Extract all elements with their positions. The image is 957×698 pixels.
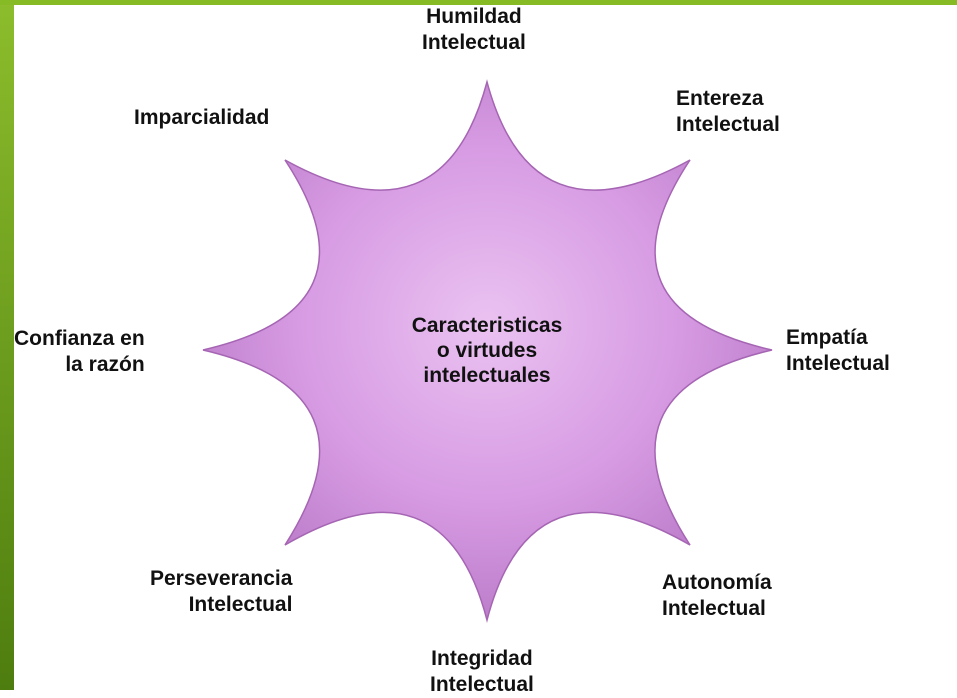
label-autonomia: Autonomía Intelectual [662, 570, 772, 622]
label-entereza-line-2: Intelectual [676, 113, 780, 136]
label-integridad: Integridad Intelectual [430, 646, 534, 698]
label-imparcialidad-line-1: Imparcialidad [134, 106, 270, 129]
label-empatia-line-2: Intelectual [786, 352, 890, 375]
label-imparcialidad: Imparcialidad [134, 105, 269, 131]
label-entereza: Entereza Intelectual [676, 86, 780, 138]
frame-top-bar [0, 0, 957, 5]
center-label: Caracteristicas o virtudes intelectuales [377, 313, 597, 388]
label-perseverancia: Perseverancia Intelectual [150, 566, 292, 618]
label-humildad-line-2: Intelectual [422, 31, 526, 54]
label-confianza: Confianza en la razón [14, 326, 145, 378]
label-perseverancia-line-2: Intelectual [188, 593, 293, 616]
label-autonomia-line-1: Autonomía [662, 571, 772, 594]
label-integridad-line-1: Integridad [431, 647, 533, 670]
label-confianza-line-2: la razón [65, 353, 145, 376]
label-perseverancia-line-1: Perseverancia [150, 567, 293, 590]
label-integridad-line-2: Intelectual [430, 673, 534, 696]
label-empatia-line-1: Empatía [786, 326, 868, 349]
label-autonomia-line-2: Intelectual [662, 597, 766, 620]
label-humildad: Humildad Intelectual [422, 4, 526, 56]
eight-point-star [202, 79, 773, 623]
frame-left-bar [0, 0, 14, 690]
label-empatia: Empatía Intelectual [786, 325, 890, 377]
label-entereza-line-1: Entereza [676, 87, 764, 110]
center-line-2: o virtudes [436, 339, 538, 362]
center-line-1: Caracteristicas [411, 314, 563, 337]
label-humildad-line-1: Humildad [426, 5, 522, 28]
center-line-3: intelectuales [423, 364, 551, 387]
label-confianza-line-1: Confianza en [14, 327, 145, 350]
